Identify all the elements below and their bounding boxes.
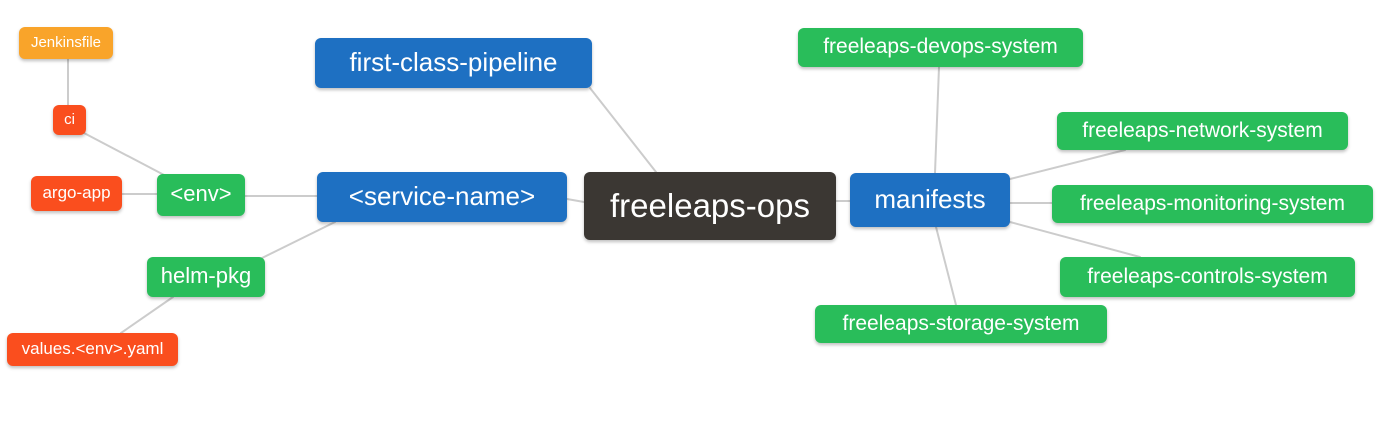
node-label: <service-name>	[348, 181, 536, 211]
node-label: freeleaps-ops	[610, 186, 810, 224]
node-first-class-pipeline[interactable]: first-class-pipeline	[315, 38, 592, 88]
node-freeleaps-monitoring-system[interactable]: freeleaps-monitoring-system	[1052, 185, 1373, 223]
node-label: freeleaps-monitoring-system	[1080, 191, 1345, 215]
node-label: manifests	[874, 184, 986, 214]
node-env[interactable]: <env>	[157, 174, 245, 216]
node-manifests[interactable]: manifests	[850, 173, 1010, 227]
node-label: freeleaps-devops-system	[823, 35, 1058, 58]
node-values-env-yaml[interactable]: values.<env>.yaml	[7, 333, 178, 366]
node-label: Jenkinsfile	[30, 33, 102, 51]
node-label: <env>	[170, 181, 232, 206]
node-jenkinsfile[interactable]: Jenkinsfile	[19, 27, 113, 59]
node-label: first-class-pipeline	[349, 47, 558, 77]
node-argo-app[interactable]: argo-app	[31, 176, 122, 211]
node-label: values.<env>.yaml	[21, 339, 164, 358]
node-helm-pkg[interactable]: helm-pkg	[147, 257, 265, 297]
node-label: freeleaps-storage-system	[842, 311, 1080, 335]
node-label: argo-app	[42, 183, 111, 202]
node-label: freeleaps-controls-system	[1087, 264, 1328, 288]
node-label: helm-pkg	[160, 263, 252, 288]
node-freeleaps-controls-system[interactable]: freeleaps-controls-system	[1060, 257, 1355, 297]
node-ci[interactable]: ci	[53, 105, 86, 135]
node-label: ci	[64, 110, 75, 128]
node-service-name[interactable]: <service-name>	[317, 172, 567, 222]
node-freeleaps-ops[interactable]: freeleaps-ops	[584, 172, 836, 240]
node-label: freeleaps-network-system	[1082, 118, 1323, 142]
node-freeleaps-devops-system[interactable]: freeleaps-devops-system	[798, 28, 1083, 67]
node-freeleaps-storage-system[interactable]: freeleaps-storage-system	[815, 305, 1107, 343]
node-freeleaps-network-system[interactable]: freeleaps-network-system	[1057, 112, 1348, 150]
